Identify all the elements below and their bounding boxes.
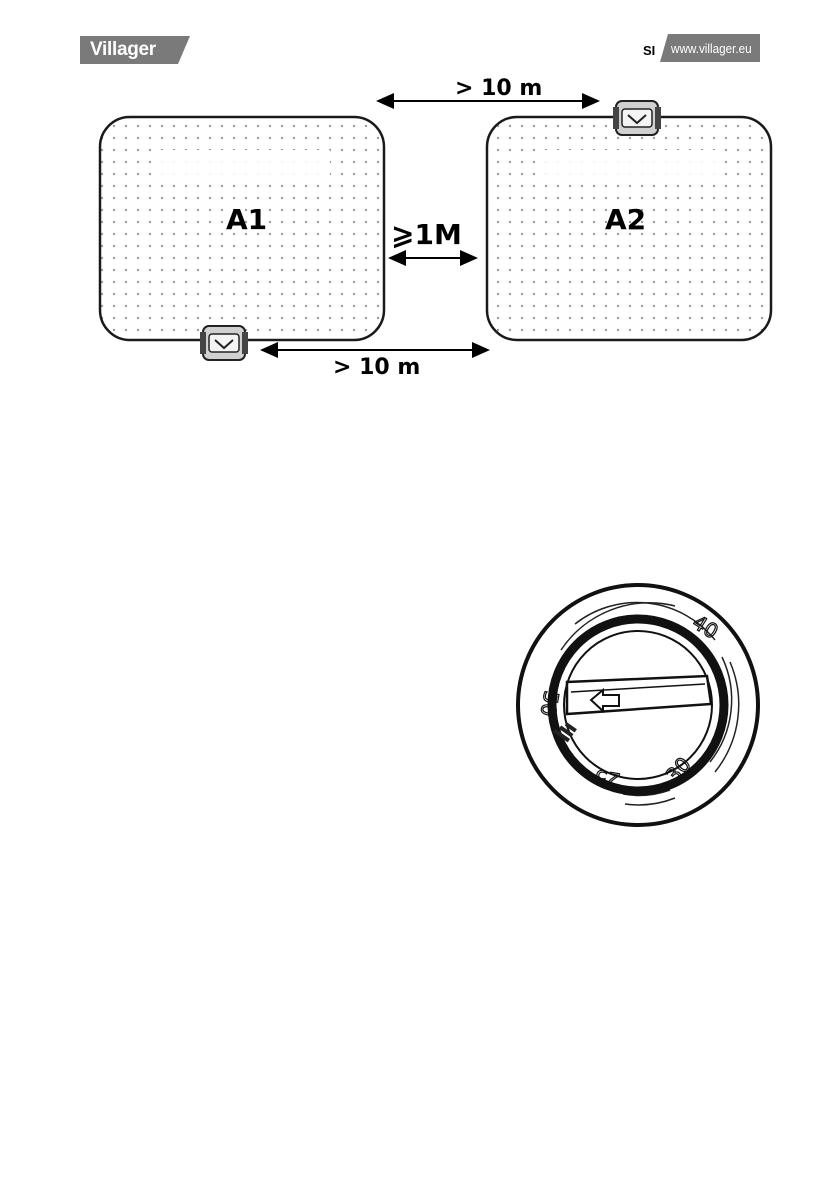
dial-scale-label: 25 xyxy=(593,765,622,793)
zone-a1-label: A1 xyxy=(226,203,267,236)
top-distance-label: > 10 m xyxy=(455,76,542,101)
zone-separation-diagram xyxy=(0,0,840,400)
zone-a2-label: A2 xyxy=(605,203,646,236)
bottom-distance-label: > 10 m xyxy=(333,355,420,380)
dial-graphic: 40 30 25 50 xyxy=(515,582,761,828)
cutting-height-dial: 40 30 25 50 xyxy=(515,582,761,828)
robot-mower-icon xyxy=(200,326,248,360)
dial-scale-label: 50 xyxy=(536,689,564,718)
robot-mower-icon xyxy=(613,101,661,135)
gap-distance-label: ⩾1M xyxy=(391,218,462,251)
